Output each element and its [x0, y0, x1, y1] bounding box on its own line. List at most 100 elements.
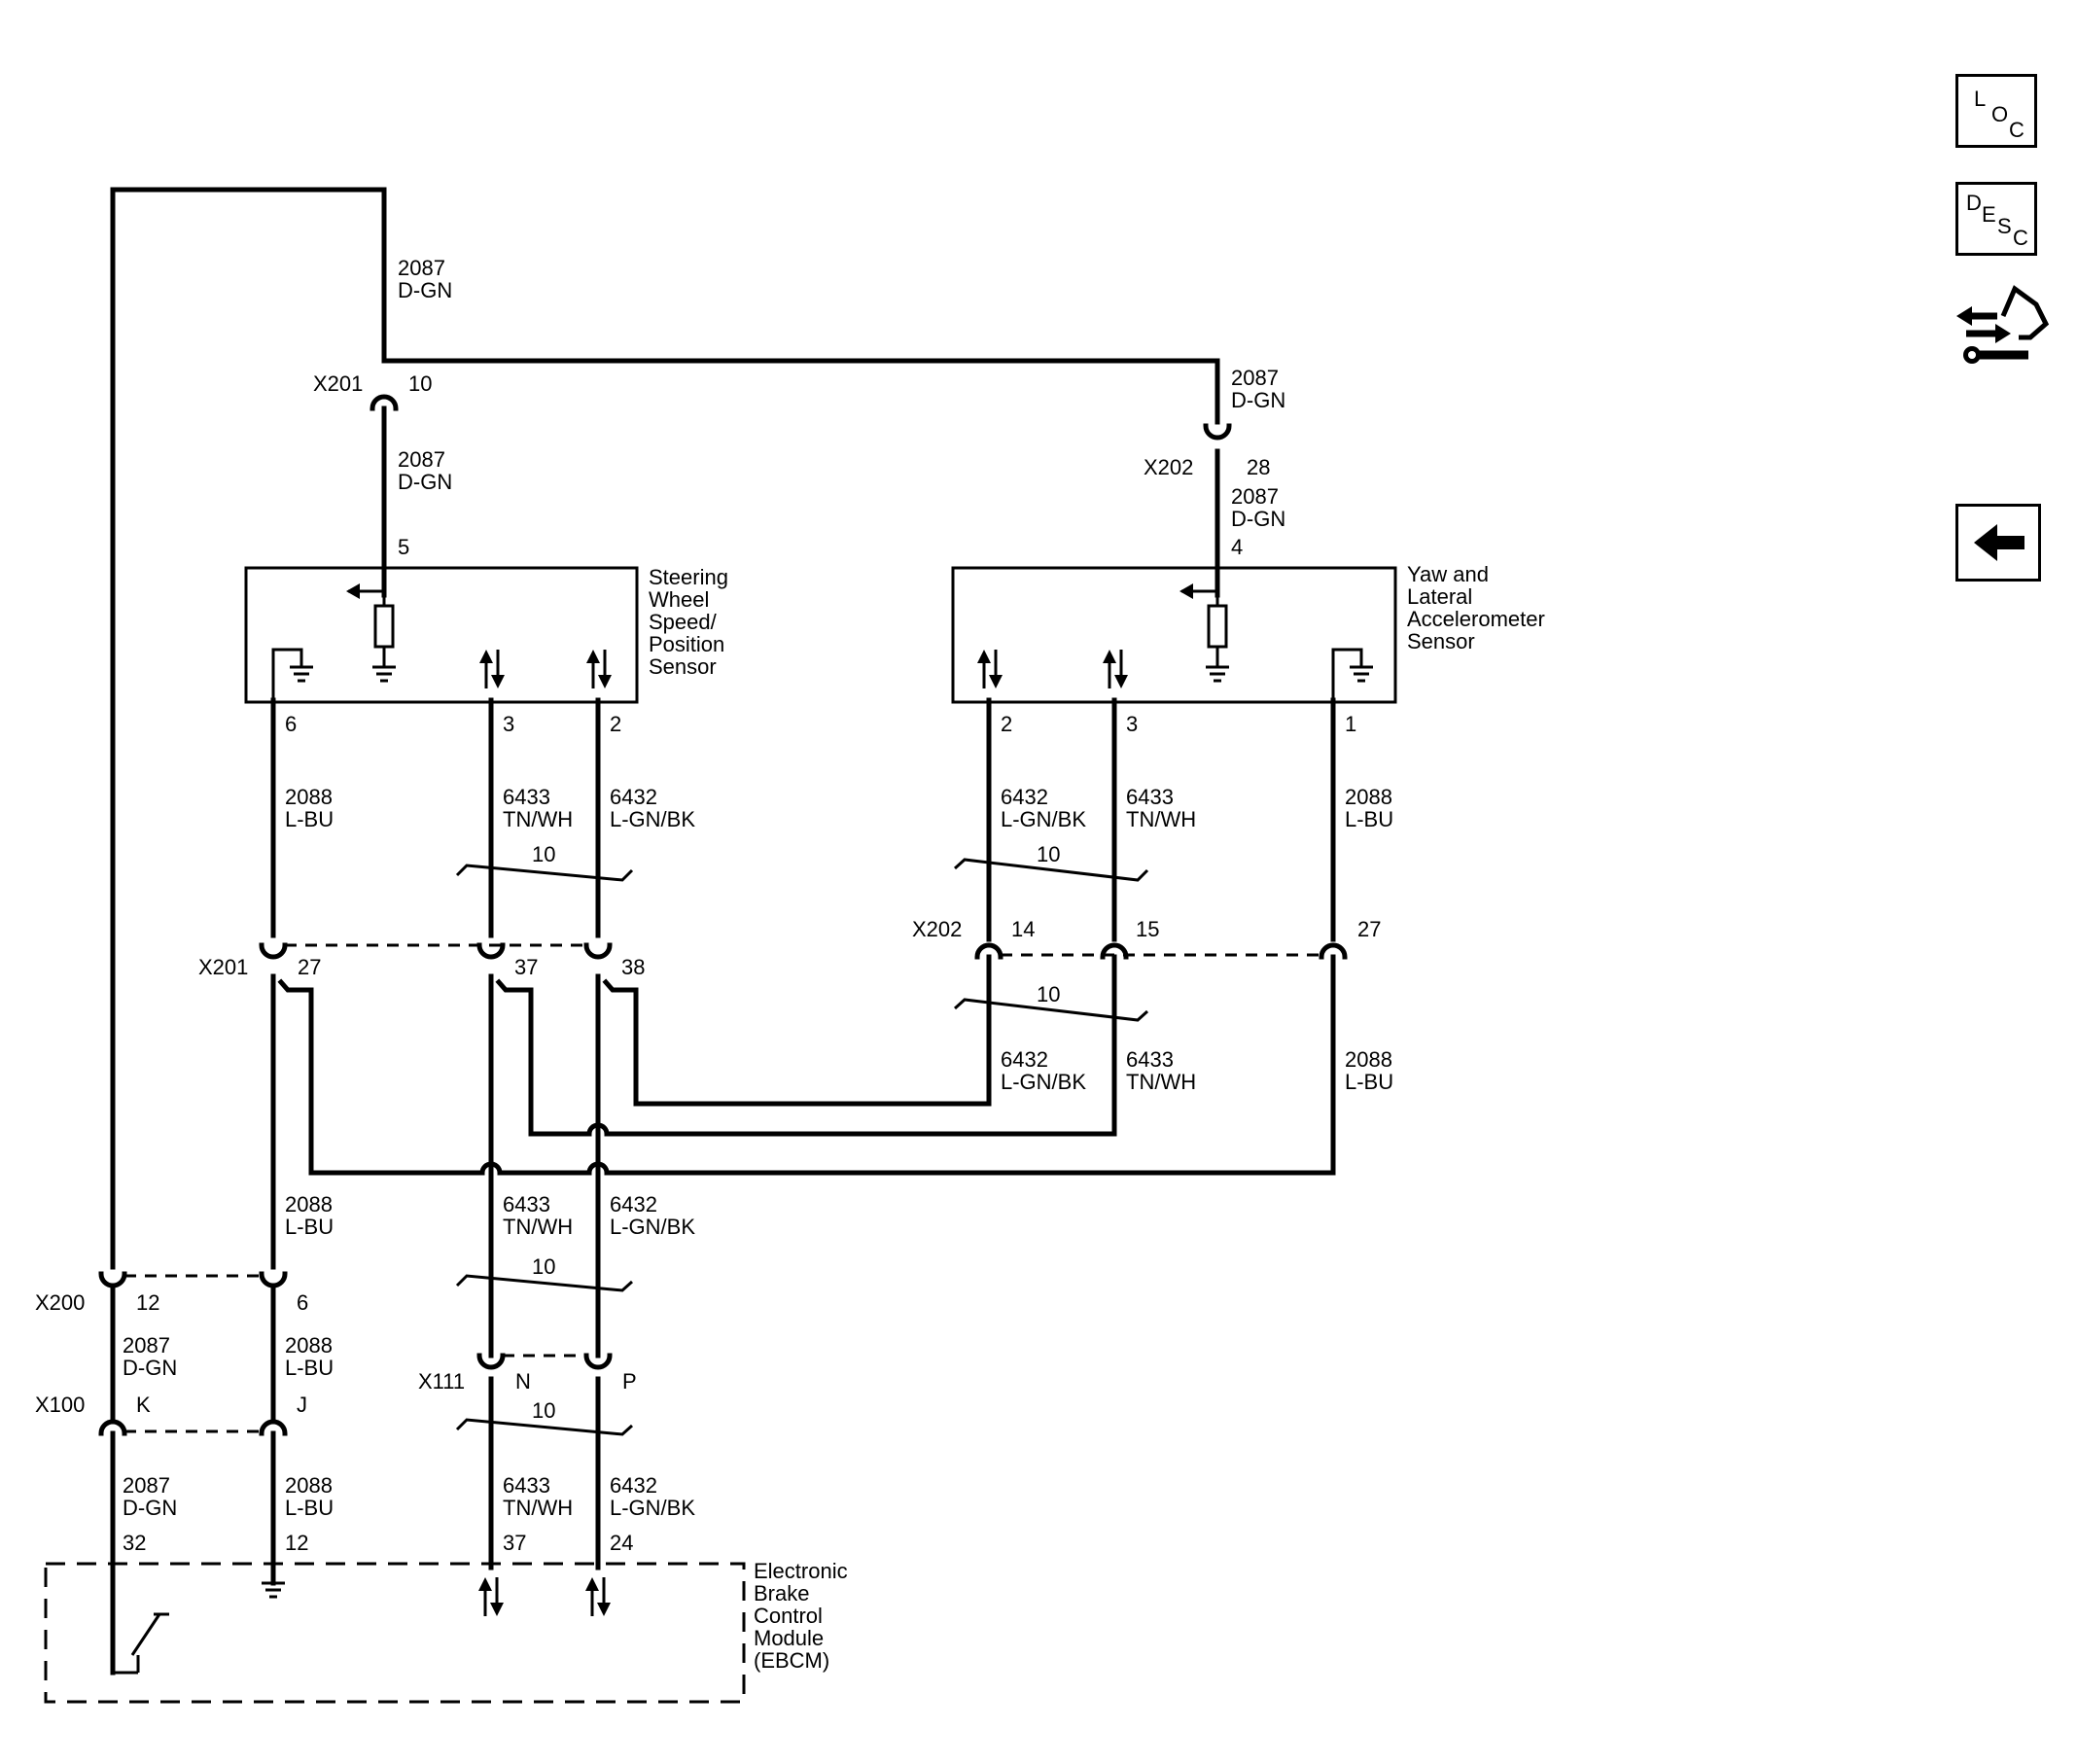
- switch-icon: [113, 1612, 169, 1675]
- svg-text:27: 27: [298, 955, 321, 979]
- circuit-number: 2087: [1231, 484, 1279, 509]
- svg-text:6433: 6433: [503, 785, 550, 809]
- svg-text:2088: 2088: [285, 1333, 333, 1358]
- svg-text:2088: 2088: [285, 1192, 333, 1217]
- pin-label: 2: [1001, 712, 1012, 736]
- svg-text:6432: 6432: [1001, 785, 1048, 809]
- steering-wheel-sensor[interactable]: [244, 566, 639, 704]
- arrow-left-icon: [1974, 524, 2024, 561]
- connector-x201-pin27[interactable]: [259, 921, 288, 960]
- connector-label: X201: [198, 955, 248, 979]
- pin-label: 2: [610, 712, 621, 736]
- svg-text:2088: 2088: [1345, 1047, 1392, 1072]
- svg-text:Sensor: Sensor: [649, 654, 717, 679]
- connector-x200-pin6[interactable]: [259, 1271, 288, 1301]
- connector-x202-pin28[interactable]: [1203, 411, 1232, 441]
- connector-dashed-links: [124, 943, 1321, 1433]
- svg-text:K: K: [136, 1393, 151, 1417]
- bidir-arrow-icon: [977, 650, 1003, 688]
- svg-text:Module: Module: [754, 1626, 824, 1650]
- connector-x100-pinK[interactable]: [98, 1419, 127, 1456]
- connector-x201-pin10[interactable]: [370, 394, 399, 431]
- svg-text:J: J: [297, 1393, 307, 1417]
- ground-icon: [262, 1581, 285, 1599]
- svg-text:32: 32: [123, 1531, 146, 1555]
- connector-x201-pin37[interactable]: [476, 921, 506, 960]
- svg-text:Wheel: Wheel: [649, 587, 709, 612]
- connector-x100-pinJ[interactable]: [259, 1419, 288, 1456]
- ebcm-module[interactable]: [44, 1562, 746, 1704]
- svg-text:2088: 2088: [1345, 785, 1392, 809]
- svg-text:2088: 2088: [285, 785, 333, 809]
- svg-text:6432: 6432: [610, 1192, 657, 1217]
- svg-text:L-GN/BK: L-GN/BK: [1001, 1070, 1086, 1094]
- svg-text:D-GN: D-GN: [123, 1356, 177, 1380]
- svg-text:L-BU: L-BU: [285, 1496, 334, 1520]
- svg-text:TN/WH: TN/WH: [1126, 807, 1196, 831]
- bidir-arrow-icon: [585, 1577, 611, 1616]
- connector-label: X100: [35, 1393, 85, 1417]
- svg-text:12: 12: [136, 1290, 159, 1315]
- bidir-arrow-icon: [479, 650, 505, 688]
- pin-label: 3: [1126, 712, 1138, 736]
- circuit-number: 2087: [398, 447, 445, 472]
- connector-label: X202: [912, 917, 962, 941]
- connector-x202-pin27[interactable]: [1319, 942, 1348, 979]
- svg-text:Speed/: Speed/: [649, 610, 718, 634]
- svg-text:Sensor: Sensor: [1407, 629, 1475, 653]
- circuit-color: D-GN: [1231, 507, 1285, 531]
- svg-text:D-GN: D-GN: [123, 1496, 177, 1520]
- connector-x201-pin38[interactable]: [583, 921, 613, 960]
- yaw-lateral-sensor[interactable]: [951, 566, 1397, 704]
- back-button[interactable]: [1955, 504, 2041, 582]
- twisted-pair-marks: [455, 858, 1149, 1436]
- svg-text:L-BU: L-BU: [285, 1215, 334, 1239]
- twist-label: 10: [532, 1398, 555, 1423]
- circuit-number: 2087: [1231, 366, 1279, 390]
- svg-text:38: 38: [621, 955, 645, 979]
- circuit-color: D-GN: [398, 278, 452, 302]
- svg-text:L-BU: L-BU: [1345, 1070, 1393, 1094]
- svg-text:Lateral: Lateral: [1407, 584, 1472, 609]
- wire-2087-to-x202: [381, 358, 1220, 421]
- pin-label: 5: [398, 535, 409, 559]
- svg-text:L-BU: L-BU: [285, 807, 334, 831]
- connector-x111-pinN[interactable]: [476, 1343, 506, 1370]
- svg-text:Steering: Steering: [649, 565, 728, 589]
- svg-text:L-BU: L-BU: [285, 1356, 334, 1380]
- connector-label: X202: [1144, 455, 1193, 479]
- svg-text:2088: 2088: [285, 1473, 333, 1498]
- loc-button[interactable]: L O C: [1955, 74, 2037, 148]
- connector-x202-pin14[interactable]: [974, 942, 1003, 979]
- svg-text:Yaw and: Yaw and: [1407, 562, 1489, 586]
- svg-text:P: P: [622, 1369, 637, 1394]
- svg-text:37: 37: [503, 1531, 526, 1555]
- svg-text:27: 27: [1357, 917, 1381, 941]
- circuit-color: D-GN: [1231, 388, 1285, 412]
- pin-label: 6: [285, 712, 297, 736]
- svg-text:6432: 6432: [610, 785, 657, 809]
- svg-text:TN/WH: TN/WH: [503, 1215, 573, 1239]
- twist-label: 10: [532, 1254, 555, 1279]
- wires: [110, 187, 1336, 1676]
- svg-text:14: 14: [1011, 917, 1035, 941]
- connector-x202-pin15[interactable]: [1100, 942, 1129, 979]
- svg-text:Position: Position: [649, 632, 724, 656]
- svg-text:15: 15: [1136, 917, 1159, 941]
- bidir-arrow-icon: [1103, 650, 1128, 688]
- connectors: [98, 394, 1348, 1456]
- connector-x111-pinP[interactable]: [583, 1343, 613, 1370]
- connector-label: X201: [313, 371, 363, 396]
- twist-label: 10: [1037, 842, 1060, 866]
- svg-text:TN/WH: TN/WH: [1126, 1070, 1196, 1094]
- desc-button[interactable]: D E S C: [1955, 182, 2037, 256]
- circuit-number: 2087: [398, 256, 445, 280]
- svg-text:6433: 6433: [503, 1192, 550, 1217]
- svg-text:L-GN/BK: L-GN/BK: [610, 1496, 695, 1520]
- connector-wrench-icon[interactable]: [1954, 277, 2052, 374]
- connector-x200-pin12[interactable]: [98, 1271, 127, 1301]
- svg-text:L-BU: L-BU: [1345, 807, 1393, 831]
- svg-text:Control: Control: [754, 1604, 823, 1628]
- pin-label: 1: [1345, 712, 1356, 736]
- connector-label: X111: [418, 1369, 465, 1394]
